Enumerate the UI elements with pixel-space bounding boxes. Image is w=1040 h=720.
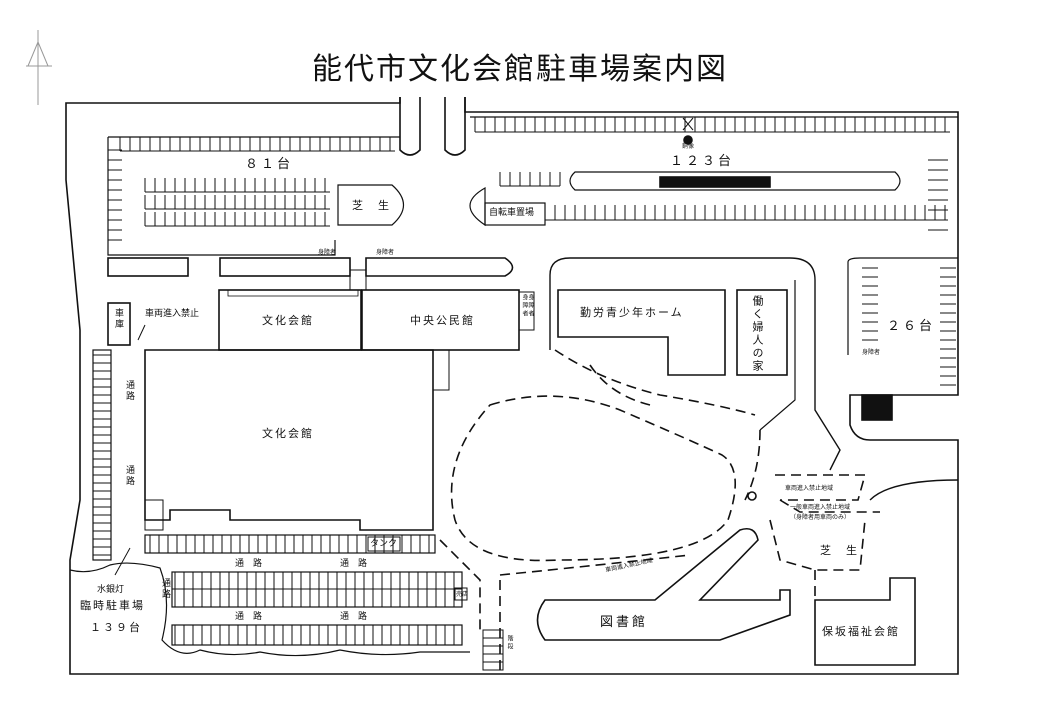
parking-count-123: １２３台 xyxy=(670,154,735,169)
building-hataraku-fujin xyxy=(736,289,788,376)
building-shako xyxy=(107,302,131,346)
kinro-home-label: 勤労青少年ホーム xyxy=(580,306,684,319)
hosaka-label: 保坂福祉会館 xyxy=(822,625,900,638)
shako-label: 車庫 xyxy=(113,308,123,330)
building-bunka-main xyxy=(144,349,434,531)
north-arrow-icon xyxy=(26,30,52,105)
bicycle-shed-label: 自転車置場 xyxy=(489,208,535,218)
no-entry-top-label: 車両進入禁止 xyxy=(145,309,200,319)
building-kinro-home xyxy=(557,289,726,376)
temporary-parking-label: 臨時駐車場 xyxy=(80,599,145,612)
parking-count-81: ８１台 xyxy=(245,157,294,172)
monument-label: 銅像 xyxy=(682,143,695,150)
building-hosaka-fukushi xyxy=(814,577,916,666)
parking-lot-26 xyxy=(847,257,958,263)
disabled-entrance-1: 身障者 xyxy=(521,294,528,318)
mercury-lamp-label: 水銀灯 xyxy=(97,585,125,595)
disabled-entrance-2: 身障者 xyxy=(527,294,534,318)
disabled-sign-right: 身障者 xyxy=(376,249,395,256)
disabled-sign-east: 身障者 xyxy=(862,349,881,356)
toshokan-label: 図書館 xyxy=(600,615,649,630)
parking-count-26: ２６台 xyxy=(887,319,936,334)
bunka-upper-label: 文化会館 xyxy=(262,314,314,327)
aisle-label-1: 通 路 xyxy=(235,559,263,569)
lawn-south-label: 芝 生 xyxy=(820,544,859,557)
lawn-north-label: 芝 生 xyxy=(352,199,391,212)
chuo-kominkan-label: 中央公民館 xyxy=(410,314,475,327)
bunka-main-label: 文化会館 xyxy=(262,427,314,440)
parking-lot-81 xyxy=(107,137,336,256)
building-toshokan xyxy=(536,527,791,641)
site-boundary xyxy=(65,97,959,675)
disabled-sign-left: 身障者 xyxy=(318,249,337,256)
hataraku-fujin-label: 働く婦人の家 xyxy=(751,295,764,373)
aisle-label-4: 通 路 xyxy=(340,612,368,622)
general-no-entry-label: 一般車両進入禁止地域 xyxy=(790,504,851,511)
temporary-parking-count: １３９台 xyxy=(90,621,142,634)
aisle-label-3: 通 路 xyxy=(235,612,263,622)
kiosk-label: 売店 xyxy=(456,591,469,598)
aisle-vertical-2: 通路 xyxy=(124,465,134,487)
aisle-label-2: 通 路 xyxy=(340,559,368,569)
walking-loop xyxy=(450,395,737,562)
lawn-north xyxy=(337,184,405,226)
disabled-only-label: （身障者用車両のみ） xyxy=(790,514,851,521)
aisle-vertical-1: 通路 xyxy=(124,380,134,402)
map-title: 能代市文化会館駐車場案内図 xyxy=(312,52,728,87)
tank-label: タンク xyxy=(370,539,398,549)
stairs-label: 階段 xyxy=(506,635,513,651)
no-entry-area-label: 車両進入禁止地域 xyxy=(785,485,834,492)
stairs xyxy=(482,629,504,671)
aisle-vertical-3: 通路 xyxy=(160,578,170,600)
